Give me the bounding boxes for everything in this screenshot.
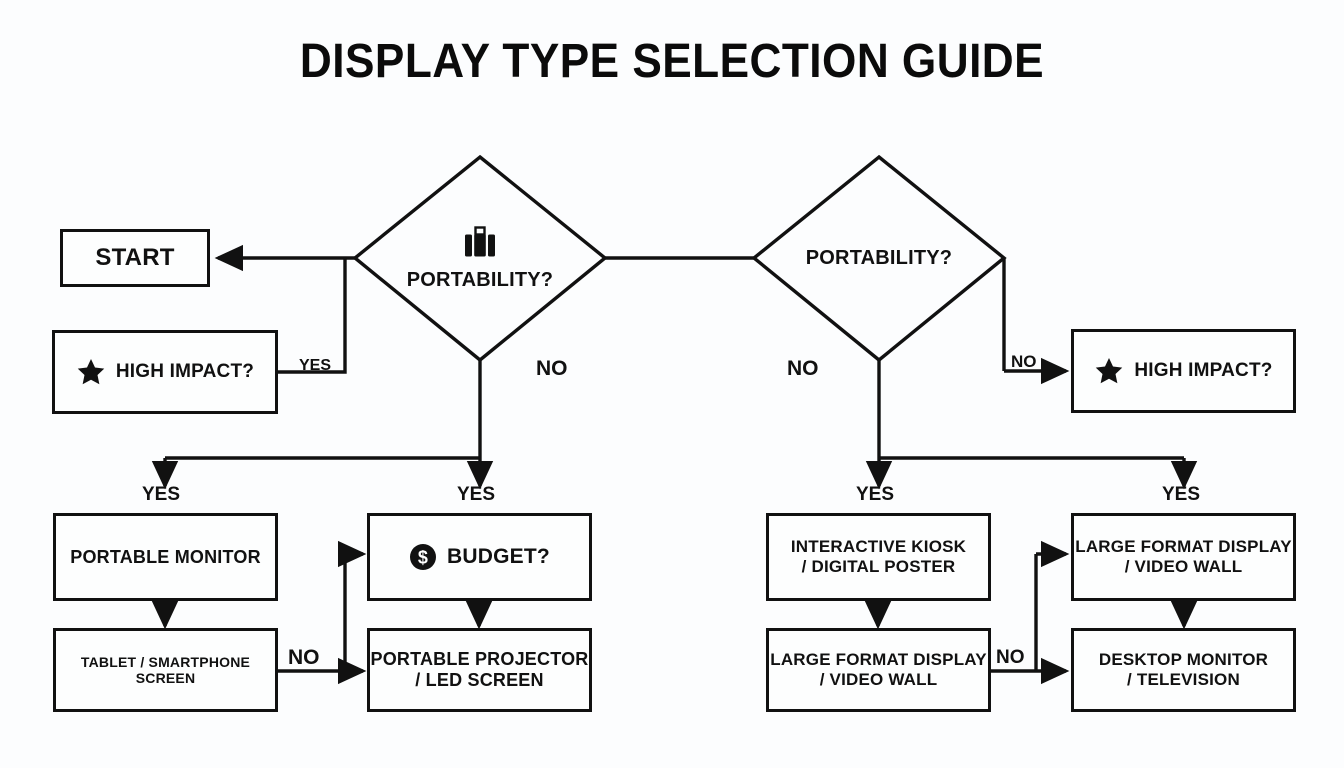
node-portability-right-label: PORTABILITY? <box>805 247 953 269</box>
edge-label-right-branch-yes-1: YES <box>856 484 895 505</box>
node-large-format-right[interactable]: LARGE FORMAT DISPLAY / VIDEO WALL <box>1071 513 1296 601</box>
node-portability-left-label: PORTABILITY? <box>406 269 554 291</box>
node-portable-monitor[interactable]: PORTABLE MONITOR <box>53 513 278 601</box>
node-large-format-left-line1: LARGE FORMAT DISPLAY <box>770 650 987 670</box>
node-large-format-left[interactable]: LARGE FORMAT DISPLAY / VIDEO WALL <box>766 628 991 712</box>
node-portable-projector[interactable]: PORTABLE PROJECTOR / LED SCREEN <box>367 628 592 712</box>
node-interactive-kiosk[interactable]: INTERACTIVE KIOSK / DIGITAL POSTER <box>766 513 991 601</box>
edge-label-right-large-format-no: NO <box>996 647 1025 668</box>
node-portable-monitor-label: PORTABLE MONITOR <box>70 546 261 567</box>
edge-label-left-branch-yes-2: YES <box>457 484 496 505</box>
node-high-impact-right[interactable]: HIGH IMPACT? <box>1071 329 1296 413</box>
briefcase-icon <box>460 225 500 263</box>
node-portability-right[interactable]: PORTABILITY? <box>754 157 1004 360</box>
edge-label-left-high-impact-yes: YES <box>299 357 332 374</box>
node-budget[interactable]: $ BUDGET? <box>367 513 592 601</box>
node-large-format-left-line2: / VIDEO WALL <box>819 670 938 689</box>
node-start-label: START <box>95 244 175 272</box>
node-budget-label: BUDGET? <box>447 544 550 568</box>
node-portable-projector-line2: / LED SCREEN <box>415 670 544 690</box>
edge-high-impact-left-yes <box>278 258 347 374</box>
node-portable-projector-line1: PORTABLE PROJECTOR <box>370 649 589 670</box>
node-high-impact-left-label: HIGH IMPACT? <box>115 361 255 383</box>
node-tablet-smartphone-label: TABLET / SMARTPHONE SCREEN <box>80 653 251 686</box>
edge-label-right-high-impact-no: NO <box>1011 352 1037 371</box>
edge-label-left-diamond-no: NO <box>536 357 568 380</box>
star-icon <box>1094 356 1124 386</box>
dollar-coin-icon: $ <box>409 543 437 571</box>
node-large-format-right-line1: LARGE FORMAT DISPLAY <box>1075 537 1292 557</box>
edge-label-left-branch-yes-1: YES <box>142 484 181 505</box>
node-high-impact-left[interactable]: HIGH IMPACT? <box>52 330 278 414</box>
node-desktop-monitor[interactable]: DESKTOP MONITOR / TELEVISION <box>1071 628 1296 712</box>
node-high-impact-right-label: HIGH IMPACT? <box>1134 360 1273 382</box>
node-desktop-monitor-line2: / TELEVISION <box>1127 670 1240 689</box>
node-large-format-right-line2: / VIDEO WALL <box>1124 557 1243 576</box>
node-interactive-kiosk-line2: / DIGITAL POSTER <box>801 557 956 576</box>
page-title: DISPLAY TYPE SELECTION GUIDE <box>299 35 1045 88</box>
node-portability-left[interactable]: PORTABILITY? <box>355 157 605 360</box>
star-icon <box>76 357 106 387</box>
svg-text:$: $ <box>418 548 428 568</box>
edge-label-right-diamond-no: NO <box>787 357 819 380</box>
node-tablet-smartphone[interactable]: TABLET / SMARTPHONE SCREEN <box>53 628 278 712</box>
edge-label-left-tablet-no: NO <box>288 646 320 669</box>
node-desktop-monitor-line1: DESKTOP MONITOR <box>1098 650 1269 670</box>
node-interactive-kiosk-line1: INTERACTIVE KIOSK <box>790 537 967 557</box>
node-start[interactable]: START <box>60 229 210 287</box>
edge-label-right-branch-yes-2: YES <box>1162 484 1201 505</box>
